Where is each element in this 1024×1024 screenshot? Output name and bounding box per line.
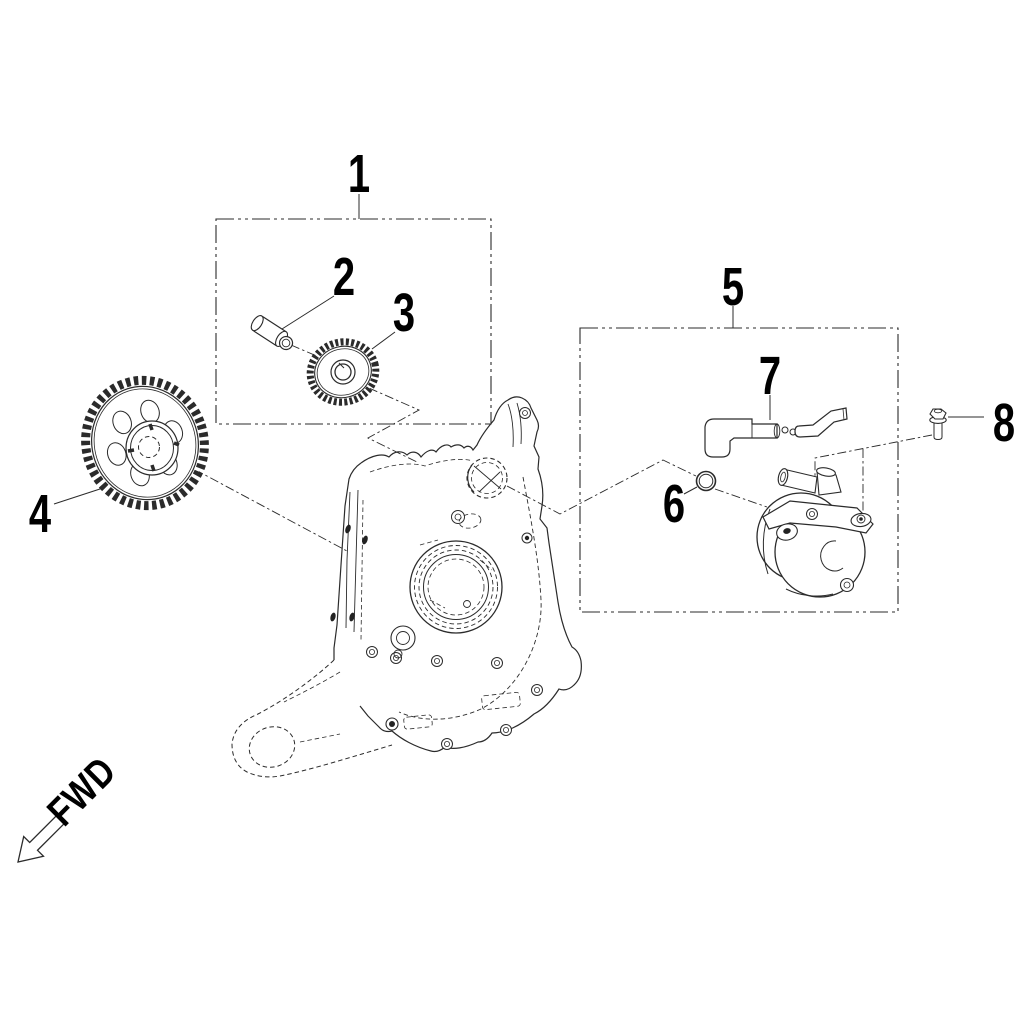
pin-part [250, 315, 294, 351]
callout-6: 6 [663, 474, 685, 534]
bolt-part [929, 408, 947, 441]
starter-motor-part [756, 467, 874, 598]
callout-1: 1 [348, 144, 370, 204]
callout-3: 3 [393, 283, 415, 343]
large-gear-part [81, 375, 209, 511]
leader-lines [53, 194, 984, 552]
callout-7: 7 [759, 346, 781, 406]
small-gear-part [306, 338, 380, 406]
callout-box-1 [215, 218, 492, 425]
lead-wire-part [794, 407, 848, 438]
callout-4: 4 [29, 484, 52, 544]
callout-8: 8 [993, 393, 1015, 453]
fwd-indicator: FWD [17, 748, 125, 863]
crankcase-part [231, 396, 582, 778]
callout-2: 2 [333, 247, 355, 307]
boot-part [704, 418, 797, 458]
callout-box-5 [579, 327, 899, 613]
fwd-arrow-icon [17, 815, 65, 863]
mount-bracket [762, 500, 874, 534]
callout-5: 5 [722, 257, 744, 317]
o-ring-part [695, 470, 717, 492]
